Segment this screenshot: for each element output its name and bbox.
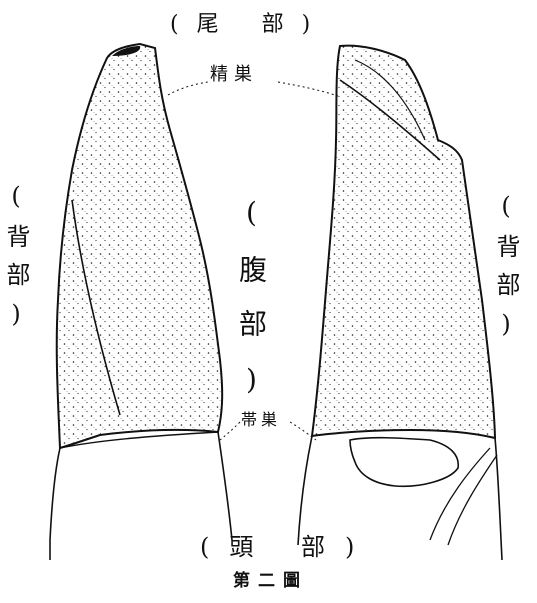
taigyo-leader-left xyxy=(220,422,240,440)
taigyo-label: 帯巣 xyxy=(241,412,281,428)
back-label-left: (背部) xyxy=(4,182,28,342)
seika-leader-left xyxy=(168,82,208,95)
belly-label: (腹部) xyxy=(237,196,265,422)
right-specimen-lines xyxy=(430,448,497,545)
seika-leader-right xyxy=(278,82,338,96)
tail-label: (尾 部) xyxy=(170,14,328,36)
right-specimen-opening xyxy=(350,438,458,487)
seika-label: 精巣 xyxy=(210,66,258,84)
figure-caption: 第二圖 xyxy=(233,573,308,590)
left-specimen-body xyxy=(57,44,222,448)
back-label-right: (背部) xyxy=(494,192,518,352)
head-label: (頭 部) xyxy=(200,535,374,559)
right-specimen-body xyxy=(312,46,495,438)
